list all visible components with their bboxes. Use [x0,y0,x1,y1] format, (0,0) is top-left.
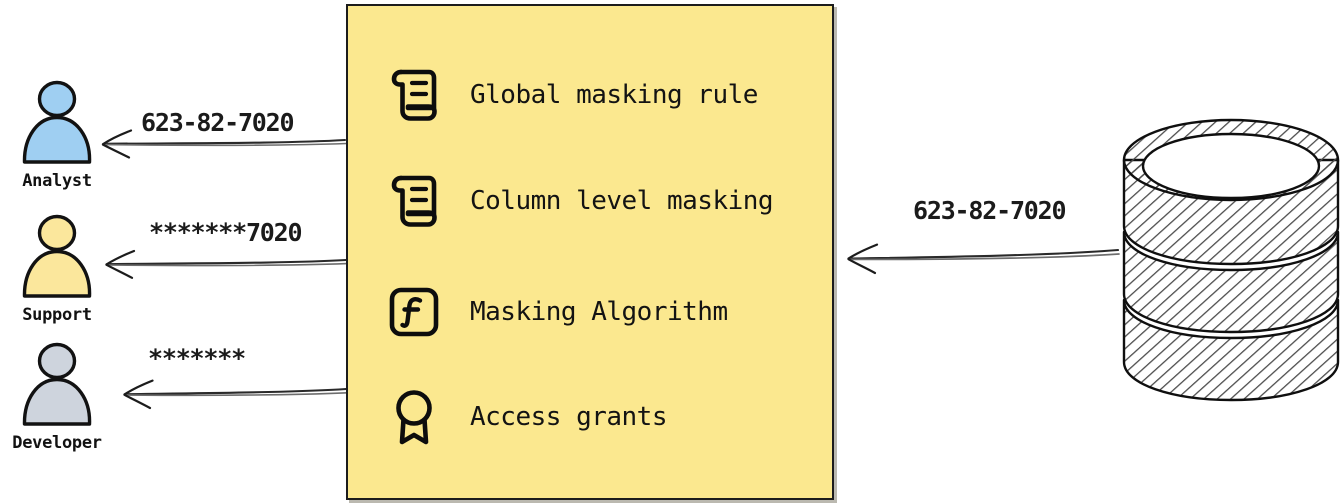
person-head [37,342,77,380]
policy-item-label: Global masking rule [470,80,758,110]
consumer-label: Support [22,305,92,325]
consumer-label: Developer [12,433,102,453]
person-head [37,80,77,118]
arrow-panel-to-support [105,249,348,279]
flow-label-developer: ******* [148,344,246,373]
scroll-icon [382,170,446,232]
arrow-database-to-panel [847,243,1120,275]
flow-label-support: *******7020 [149,218,303,247]
consumer-label: Analyst [22,171,92,191]
policy-item-label: Access grants [470,402,668,432]
database-tier-bottom [1122,298,1340,402]
database-tier-middle [1122,230,1340,334]
person-icon [22,80,92,164]
policy-item-label: Column level masking [470,186,774,216]
policy-item-global-masking-rule[interactable]: Global masking rule [382,64,758,126]
person-body [22,377,92,426]
policy-item-column-level-masking[interactable]: Column level masking [382,170,774,232]
consumer-support[interactable]: Support [2,212,112,325]
masking-policy-panel: Global masking rule Column level masking [346,4,834,500]
flow-label-analyst: 623-82-7020 [141,108,295,137]
person-body [22,115,92,164]
policy-item-masking-algorithm[interactable]: Masking Algorithm [382,281,728,343]
database-cylinder-icon[interactable] [1118,112,1340,412]
person-icon [22,342,92,426]
database-top-opening [1141,132,1321,200]
person-head [37,214,77,252]
person-icon [22,214,92,298]
consumer-analyst[interactable]: Analyst [2,78,112,191]
scroll-icon [382,64,446,126]
award-icon [382,386,446,448]
flow-label-source: 623-82-7020 [913,196,1067,225]
consumer-developer[interactable]: Developer [2,340,112,453]
policy-item-label: Masking Algorithm [470,297,728,327]
person-body [22,249,92,298]
function-icon [382,281,446,343]
arrow-panel-to-developer [123,379,348,410]
arrow-panel-to-analyst [101,129,348,159]
policy-item-access-grants[interactable]: Access grants [382,386,668,448]
